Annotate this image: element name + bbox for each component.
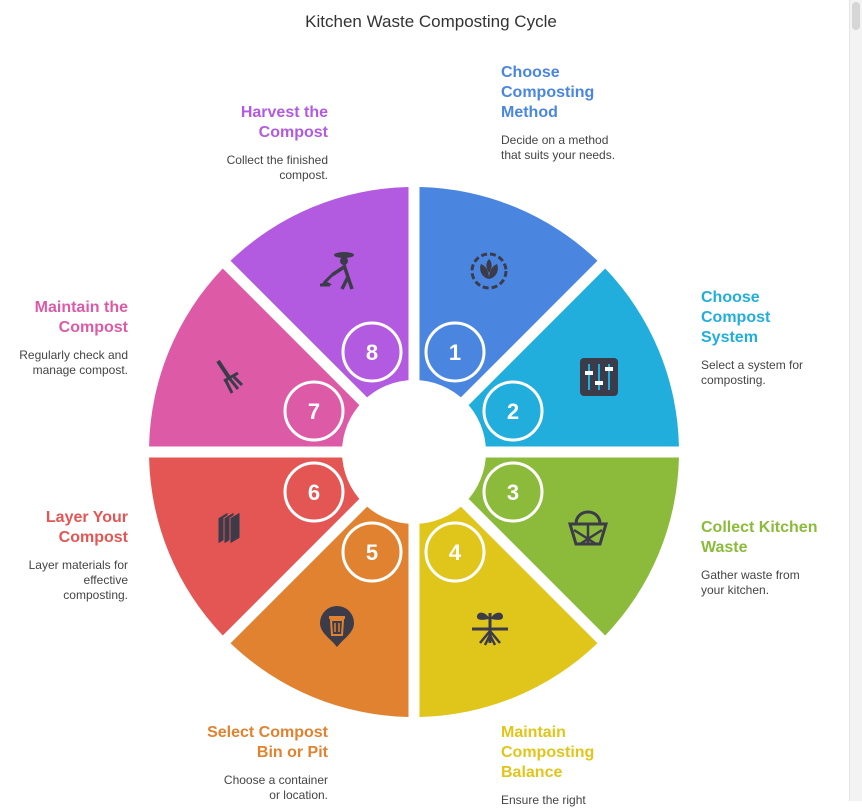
step-number-3: 3: [507, 480, 519, 505]
step-heading-2: Choose Compost System: [701, 289, 771, 346]
step-number-7: 7: [308, 399, 320, 424]
step-heading-6: Layer Your Compost: [45, 509, 128, 546]
step-desc-7: Regularly check and manage compost.: [19, 348, 128, 377]
step-label-8: Harvest the Compost Collect the finished…: [188, 103, 328, 183]
step-node-6: [283, 461, 345, 523]
gardener-icon: [320, 252, 354, 290]
center-hole: [342, 380, 486, 524]
step-label-2: Choose Compost System Select a system fo…: [701, 288, 841, 388]
step-node-2: [482, 380, 544, 442]
step-desc-8: Collect the finished compost.: [226, 153, 328, 182]
step-number-2: 2: [507, 399, 519, 424]
step-number-5: 5: [366, 540, 378, 565]
step-number-4: 4: [449, 540, 462, 565]
step-desc-1: Decide on a method that suits your needs…: [501, 133, 616, 162]
vertical-scrollbar[interactable]: [849, 0, 862, 801]
step-heading-1: Choose Composting Method: [501, 64, 595, 121]
scrollbar-thumb[interactable]: [852, 2, 860, 30]
basket-icon: [567, 510, 609, 546]
step-heading-5: Select Compost Bin or Pit: [207, 724, 328, 761]
step-number-8: 8: [366, 340, 378, 365]
step-heading-4: Maintain Composting Balance: [501, 724, 595, 781]
step-label-6: Layer Your Compost Layer materials for e…: [0, 508, 128, 603]
step-label-7: Maintain the Compost Regularly check and…: [0, 298, 128, 378]
step-number-6: 6: [308, 480, 320, 505]
step-label-5: Select Compost Bin or Pit Choose a conta…: [188, 723, 328, 803]
step-heading-7: Maintain the Compost: [34, 299, 128, 336]
step-number-1: 1: [449, 340, 461, 365]
sliders-control-icon: [580, 358, 618, 396]
sprout-roots-icon: [472, 612, 508, 646]
step-desc-3: Gather waste from your kitchen.: [701, 568, 800, 597]
step-node-1: [424, 321, 486, 383]
step-label-3: Collect Kitchen Waste Gather waste from …: [701, 518, 841, 598]
step-heading-8: Harvest the Compost: [240, 104, 328, 141]
step-node-5: [341, 521, 403, 583]
layers-icon: [217, 511, 241, 545]
step-heading-3: Collect Kitchen Waste: [701, 519, 818, 556]
step-node-7: [283, 380, 345, 442]
step-node-4: [424, 521, 486, 583]
plant-seedling-icon: [470, 252, 508, 290]
step-desc-5: Choose a container or location.: [223, 773, 328, 802]
step-label-4: Maintain Composting Balance Ensure the r…: [501, 723, 641, 808]
garden-rake-icon: [216, 359, 244, 394]
trash-bin-icon: [320, 606, 354, 647]
step-desc-6: Layer materials for effective composting…: [28, 558, 128, 602]
step-node-3: [482, 461, 544, 523]
step-label-1: Choose Composting Method Decide on a met…: [501, 63, 641, 163]
diagram-title: Kitchen Waste Composting Cycle: [305, 12, 557, 31]
step-desc-2: Select a system for composting.: [701, 358, 804, 387]
step-node-8: [341, 321, 403, 383]
